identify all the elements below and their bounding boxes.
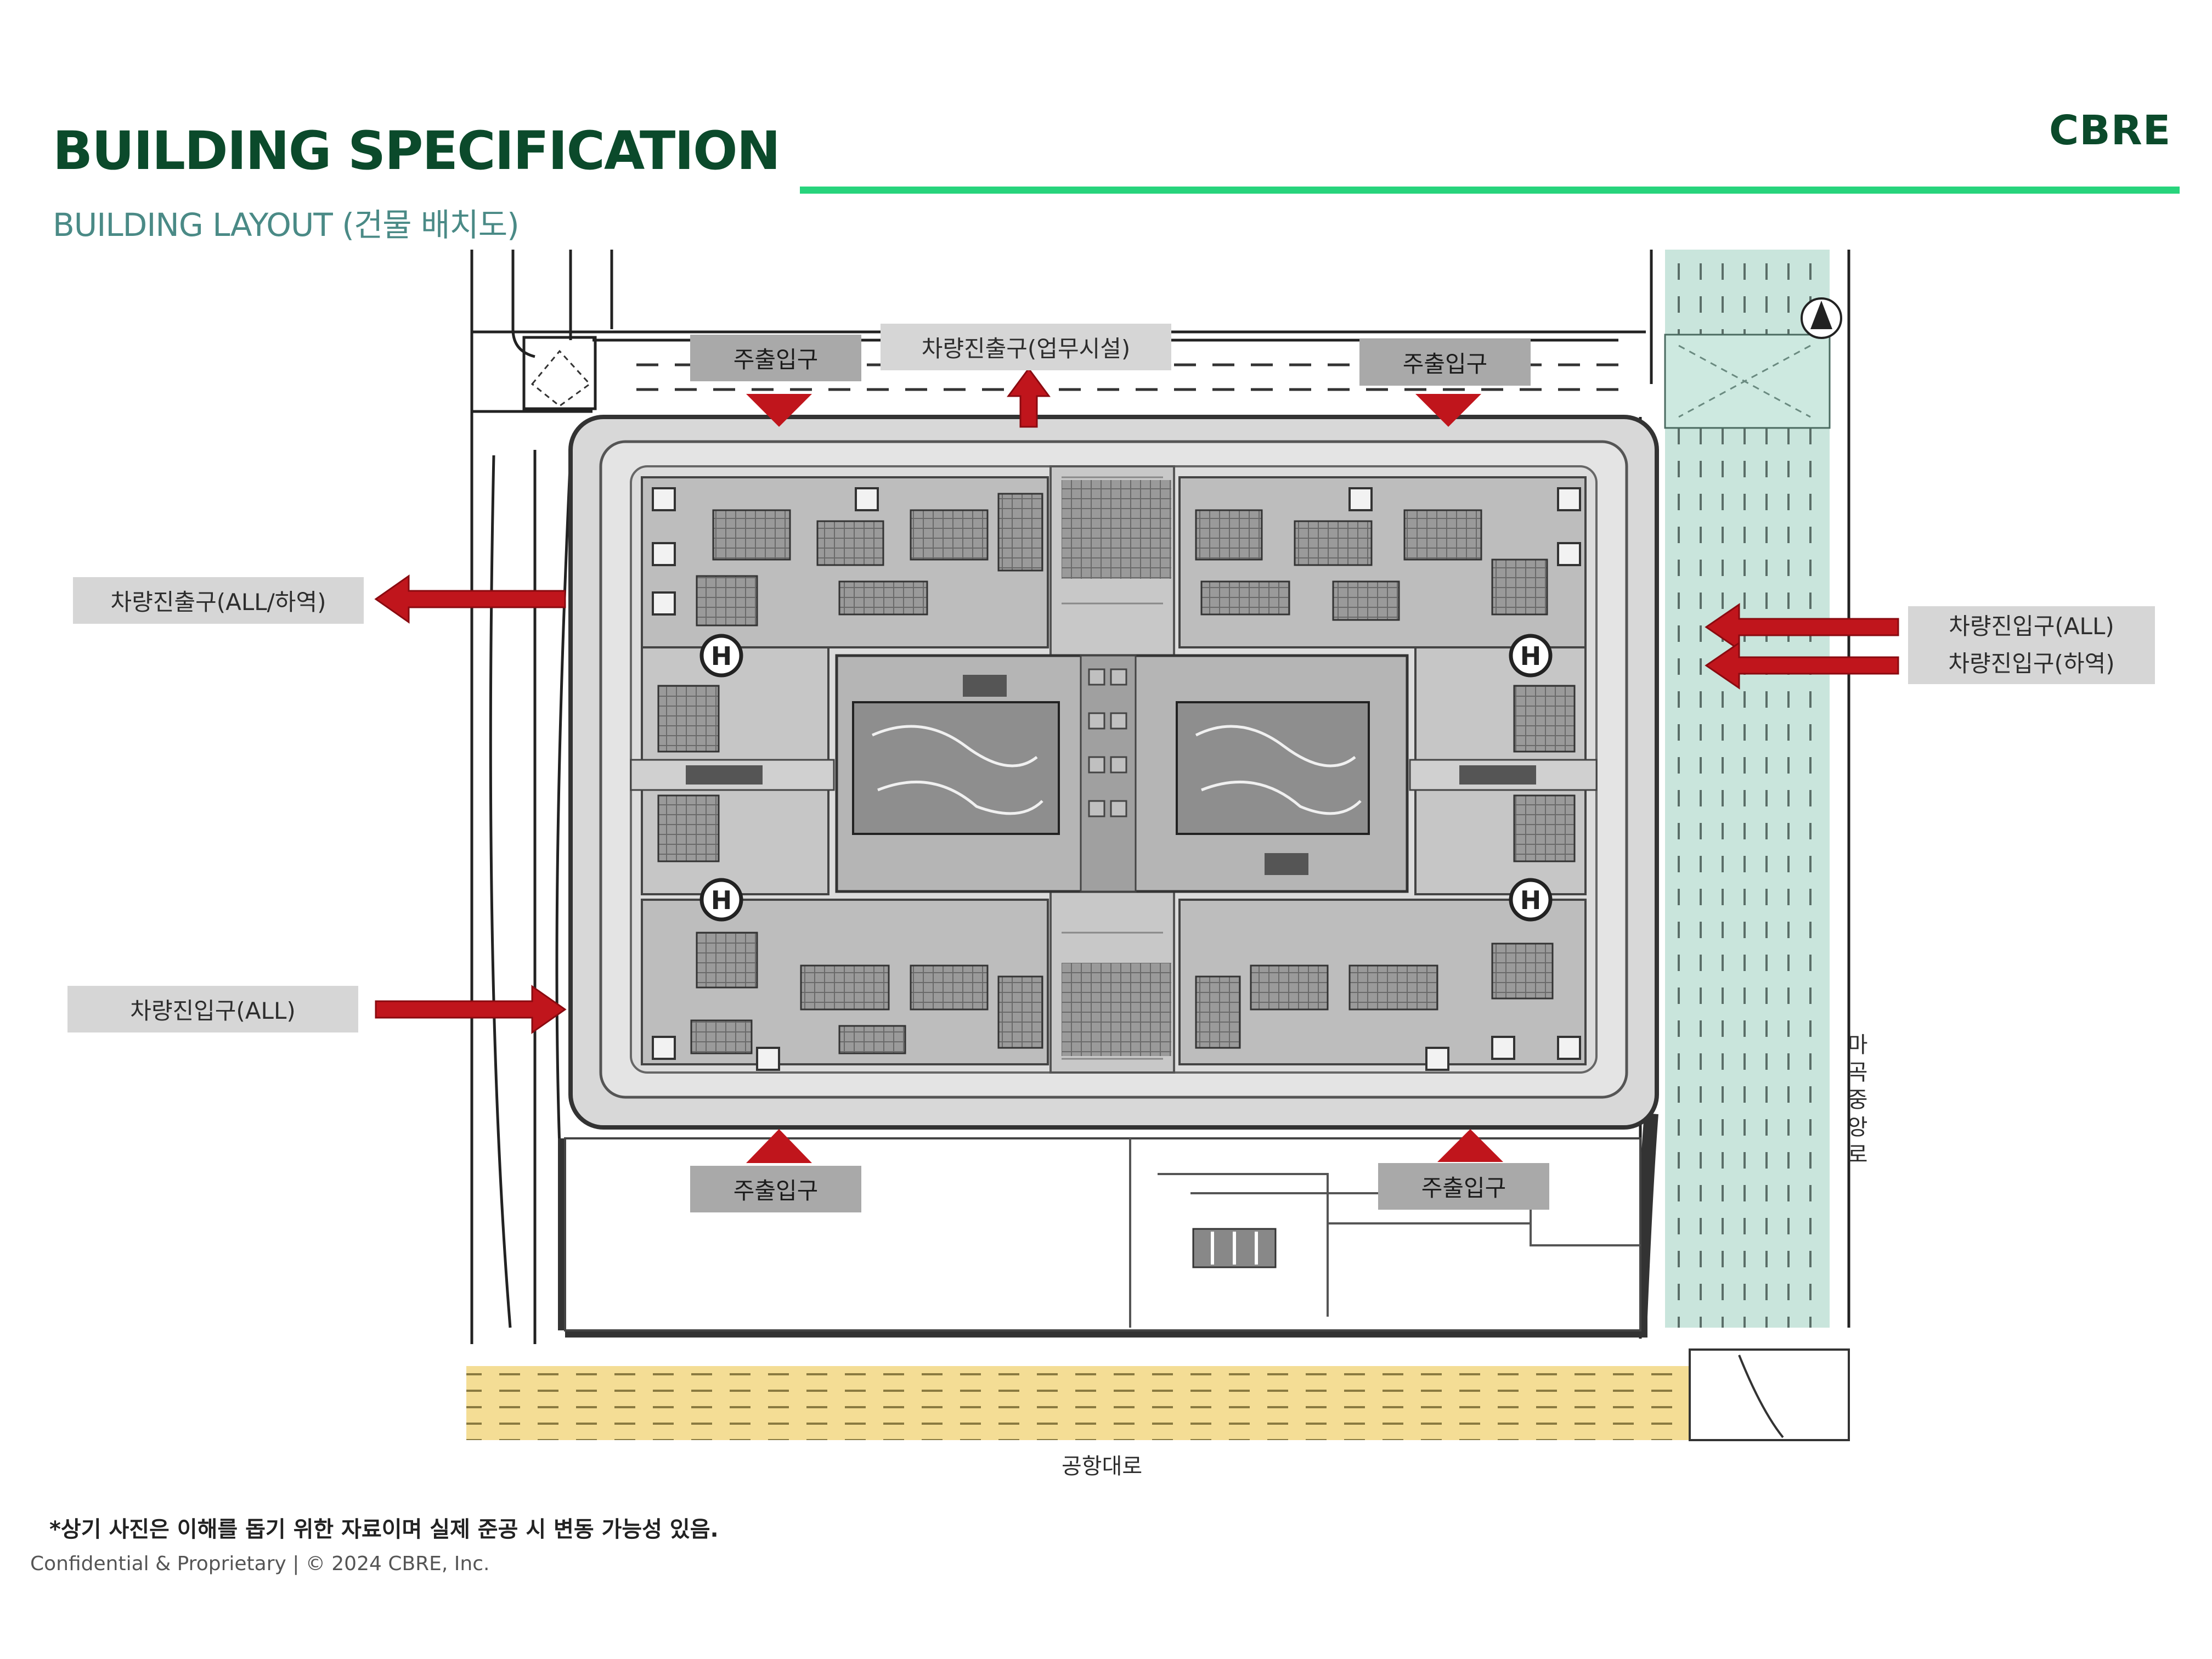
helipad-symbol: H (1520, 885, 1542, 915)
arrow-north-left-in (746, 394, 812, 427)
label-east-entry-loading: 차량진입구(하역) (1948, 650, 2115, 677)
cbre-logo: CBRE (2049, 107, 2171, 154)
arrow-east-entry-all (1705, 603, 1899, 651)
arrow-north-right-in (1415, 394, 1481, 427)
copyright-footer: Confidential & Proprietary | © 2024 CBRE… (30, 1553, 490, 1575)
east-road-name: 마곡중앙로 (1847, 1032, 1868, 1167)
entrance-arrows (746, 394, 1503, 1163)
label-west-vehicle-exit: 차량진출구(ALL/하역) (73, 577, 364, 624)
arrow-south-right-in (1437, 1129, 1503, 1162)
arrow-west-entry (375, 985, 567, 1034)
label-south-right-entrance: 주출입구 (1378, 1163, 1549, 1210)
intersection-nw (522, 336, 597, 410)
page-title: BUILDING SPECIFICATION (53, 120, 781, 182)
helipad-symbol: H (711, 641, 732, 671)
header-accent-rule (800, 187, 2180, 194)
label-north-vehicle-exit: 차량진출구(업무시설) (881, 324, 1171, 370)
arrow-west-exit (374, 574, 566, 624)
helipad-icon (699, 634, 1553, 922)
label-south-left-entrance: 주출입구 (690, 1166, 861, 1212)
arrow-south-left-in (746, 1129, 812, 1163)
helipad-symbol: H (1520, 641, 1542, 671)
south-road-name: 공항대로 (1062, 1454, 1143, 1479)
label-east-vehicle-entries: 차량진입구(ALL) 차량진입구(하역) (1908, 606, 2155, 684)
label-east-entry-all: 차량진입구(ALL) (1949, 613, 2114, 640)
arrow-east-entry-loading (1705, 641, 1899, 690)
arrow-north-exit (1007, 367, 1051, 428)
helipad-symbol: H (711, 885, 732, 915)
label-north-right-entrance: 주출입구 (1359, 339, 1531, 386)
disclaimer-note: *상기 사진은 이해를 돕기 위한 자료이며 실제 준공 시 변동 가능성 있음… (49, 1517, 719, 1542)
label-west-vehicle-entry: 차량진입구(ALL) (67, 986, 358, 1032)
page-subtitle: BUILDING LAYOUT (건물 배치도) (53, 206, 520, 244)
label-north-left-entrance: 주출입구 (690, 335, 861, 381)
